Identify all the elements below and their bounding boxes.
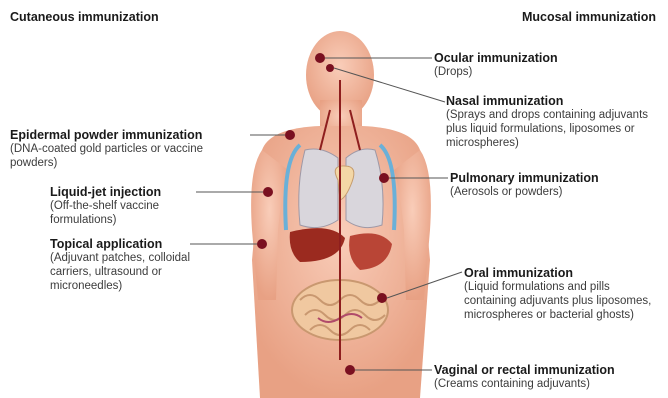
marker-epidermal — [285, 130, 295, 140]
marker-liquid-jet — [263, 187, 273, 197]
label-topical-title: Topical application — [50, 237, 200, 251]
label-epidermal-desc: (DNA-coated gold particles or vaccine po… — [10, 142, 250, 170]
marker-oral — [377, 293, 387, 303]
marker-pulmonary — [379, 173, 389, 183]
marker-vaginal-rectal — [345, 365, 355, 375]
label-oral: Oral immunization (Liquid formulations a… — [464, 266, 664, 322]
label-vaginal-rectal-desc: (Creams containing adjuvants) — [434, 377, 666, 391]
marker-nasal — [326, 64, 334, 72]
label-ocular-desc: (Drops) — [434, 65, 664, 79]
label-vaginal-rectal: Vaginal or rectal immunization (Creams c… — [434, 363, 666, 391]
marker-ocular — [315, 53, 325, 63]
label-epidermal: Epidermal powder immunization (DNA-coate… — [10, 128, 250, 170]
label-liquid-jet-desc: (Off-the-shelf vaccine formulations) — [50, 199, 196, 227]
label-ocular: Ocular immunization (Drops) — [434, 51, 664, 79]
label-pulmonary: Pulmonary immunization (Aerosols or powd… — [450, 171, 664, 199]
label-epidermal-title: Epidermal powder immunization — [10, 128, 250, 142]
label-oral-desc: (Liquid formulations and pills containin… — [464, 280, 664, 322]
label-liquid-jet: Liquid-jet injection (Off-the-shelf vacc… — [50, 185, 196, 227]
label-liquid-jet-title: Liquid-jet injection — [50, 185, 196, 199]
label-nasal-title: Nasal immunization — [446, 94, 666, 108]
label-topical: Topical application (Adjuvant patches, c… — [50, 237, 200, 293]
cutaneous-header: Cutaneous immunization — [10, 10, 159, 24]
label-pulmonary-desc: (Aerosols or powders) — [450, 185, 664, 199]
label-topical-desc: (Adjuvant patches, colloidal carriers, u… — [50, 251, 200, 293]
label-nasal: Nasal immunization (Sprays and drops con… — [446, 94, 666, 150]
label-vaginal-rectal-title: Vaginal or rectal immunization — [434, 363, 666, 377]
label-ocular-title: Ocular immunization — [434, 51, 664, 65]
label-nasal-desc: (Sprays and drops containing adjuvants p… — [446, 108, 666, 150]
marker-topical — [257, 239, 267, 249]
label-pulmonary-title: Pulmonary immunization — [450, 171, 664, 185]
label-oral-title: Oral immunization — [464, 266, 664, 280]
mucosal-header: Mucosal immunization — [522, 10, 656, 24]
